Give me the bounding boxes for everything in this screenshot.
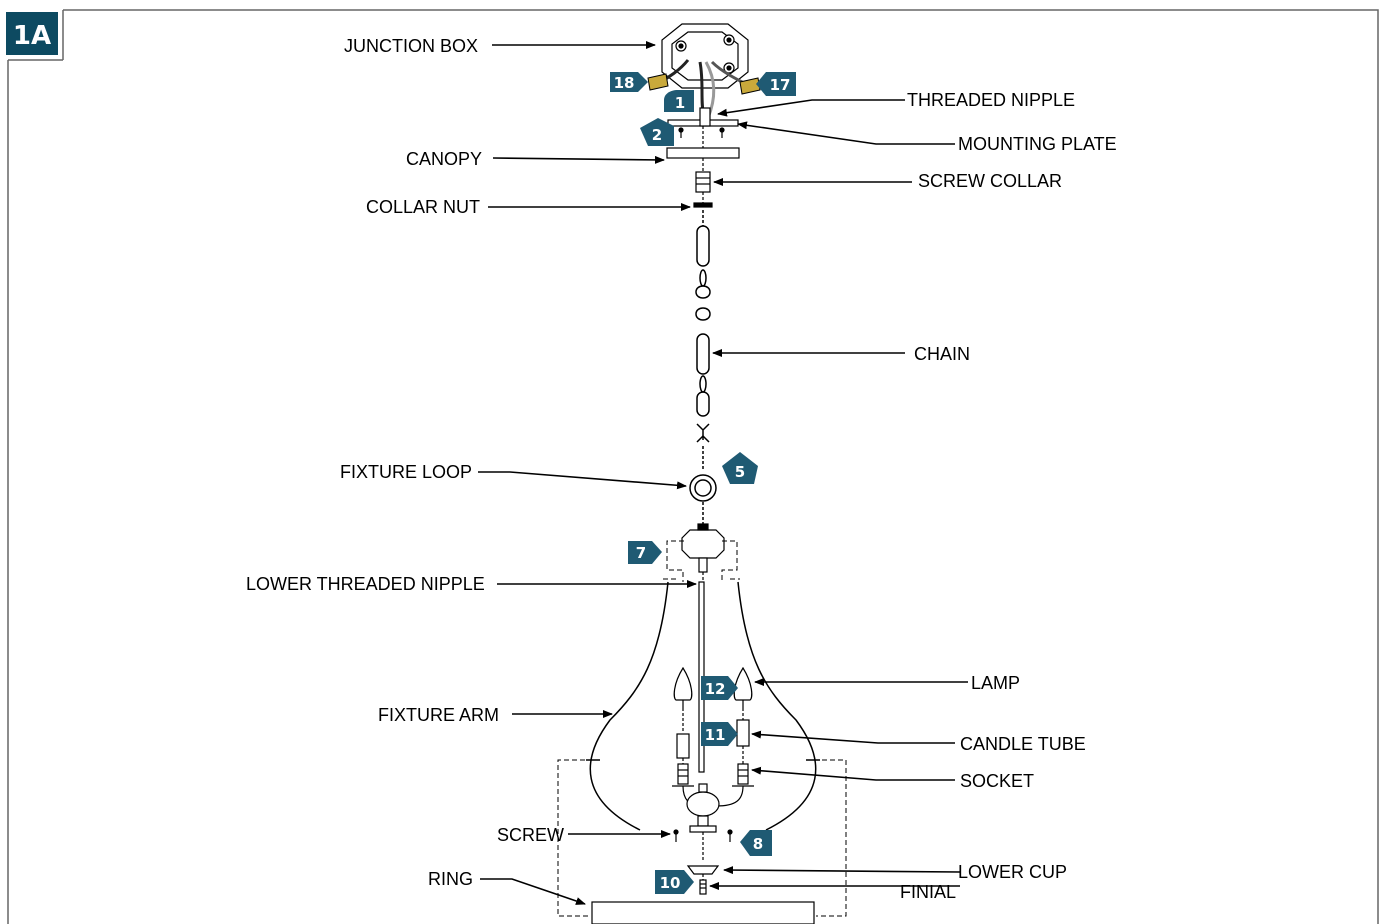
canopy [666, 126, 740, 159]
label-screw-collar: SCREW COLLAR [918, 171, 1062, 191]
leader-canopy [492, 155, 665, 164]
leader-ring [480, 878, 586, 905]
label-lower-cup: LOWER CUP [958, 862, 1067, 882]
leader-mounting-plate [737, 121, 955, 145]
ring [591, 901, 815, 924]
top-hub [681, 523, 725, 580]
label-threaded-nipple: THREADED NIPPLE [907, 90, 1075, 110]
step-badge-11: 11 [701, 722, 738, 746]
label-finial: FINIAL [900, 882, 956, 902]
leader-socket [751, 766, 955, 781]
lower-cup [686, 865, 720, 880]
svg-text:11: 11 [705, 726, 726, 744]
svg-text:8: 8 [753, 835, 763, 853]
label-screw: SCREW [497, 825, 564, 845]
svg-text:12: 12 [705, 680, 726, 698]
svg-text:17: 17 [770, 76, 791, 94]
screws [673, 829, 733, 862]
svg-text:18: 18 [614, 74, 635, 92]
dashed-guides [557, 540, 847, 917]
svg-text:2: 2 [652, 126, 662, 144]
label-lamp: LAMP [971, 673, 1020, 693]
fixture-loop [689, 474, 717, 525]
leader-lines [478, 41, 968, 905]
screw-collar [693, 158, 713, 208]
sockets [672, 763, 754, 787]
step-badge-2: 2 [640, 118, 674, 146]
step-badge-17: 17 [756, 72, 796, 96]
step-badge-18: 18 [610, 72, 648, 92]
cluster-body [682, 783, 744, 833]
step-badge-12: 12 [701, 676, 738, 700]
label-fixture-arm: FIXTURE ARM [378, 705, 499, 725]
label-lower-threaded-nipple: LOWER THREADED NIPPLE [246, 574, 485, 594]
label-collar-nut: COLLAR NUT [366, 197, 480, 217]
label-mounting-plate: MOUNTING PLATE [958, 134, 1117, 154]
leader-lower-cup [723, 866, 961, 875]
leader-fixture-loop [478, 471, 687, 490]
label-canopy: CANOPY [406, 149, 482, 169]
step-badge-5: 5 [722, 452, 758, 484]
svg-text:1: 1 [675, 94, 685, 112]
wire-nuts [647, 73, 761, 95]
finial [699, 879, 707, 895]
figure-badge [6, 12, 58, 55]
chain [695, 210, 711, 470]
svg-text:7: 7 [636, 544, 646, 562]
step-badge-1: 1 [664, 90, 694, 112]
candle-tubes [676, 719, 750, 764]
svg-text:10: 10 [660, 874, 681, 892]
step-badge-10: 10 [655, 870, 694, 894]
label-candle-tube: CANDLE TUBE [960, 734, 1086, 754]
leader-threaded-nipple [717, 99, 905, 117]
svg-text:5: 5 [735, 463, 745, 481]
label-chain: CHAIN [914, 344, 970, 364]
step-badge-7: 7 [628, 541, 662, 564]
step-badge-8: 8 [740, 830, 772, 856]
lamps [673, 666, 753, 732]
leader-candle-tube [751, 730, 955, 744]
label-ring: RING [428, 869, 473, 889]
collar-nut [693, 202, 713, 208]
figure-label: 1A [13, 21, 51, 51]
label-fixture-loop: FIXTURE LOOP [340, 462, 472, 482]
diagram-border [7, 9, 1379, 924]
label-junction-box: JUNCTION BOX [344, 36, 478, 56]
fixture-arms [586, 581, 820, 831]
label-socket: SOCKET [960, 771, 1034, 791]
